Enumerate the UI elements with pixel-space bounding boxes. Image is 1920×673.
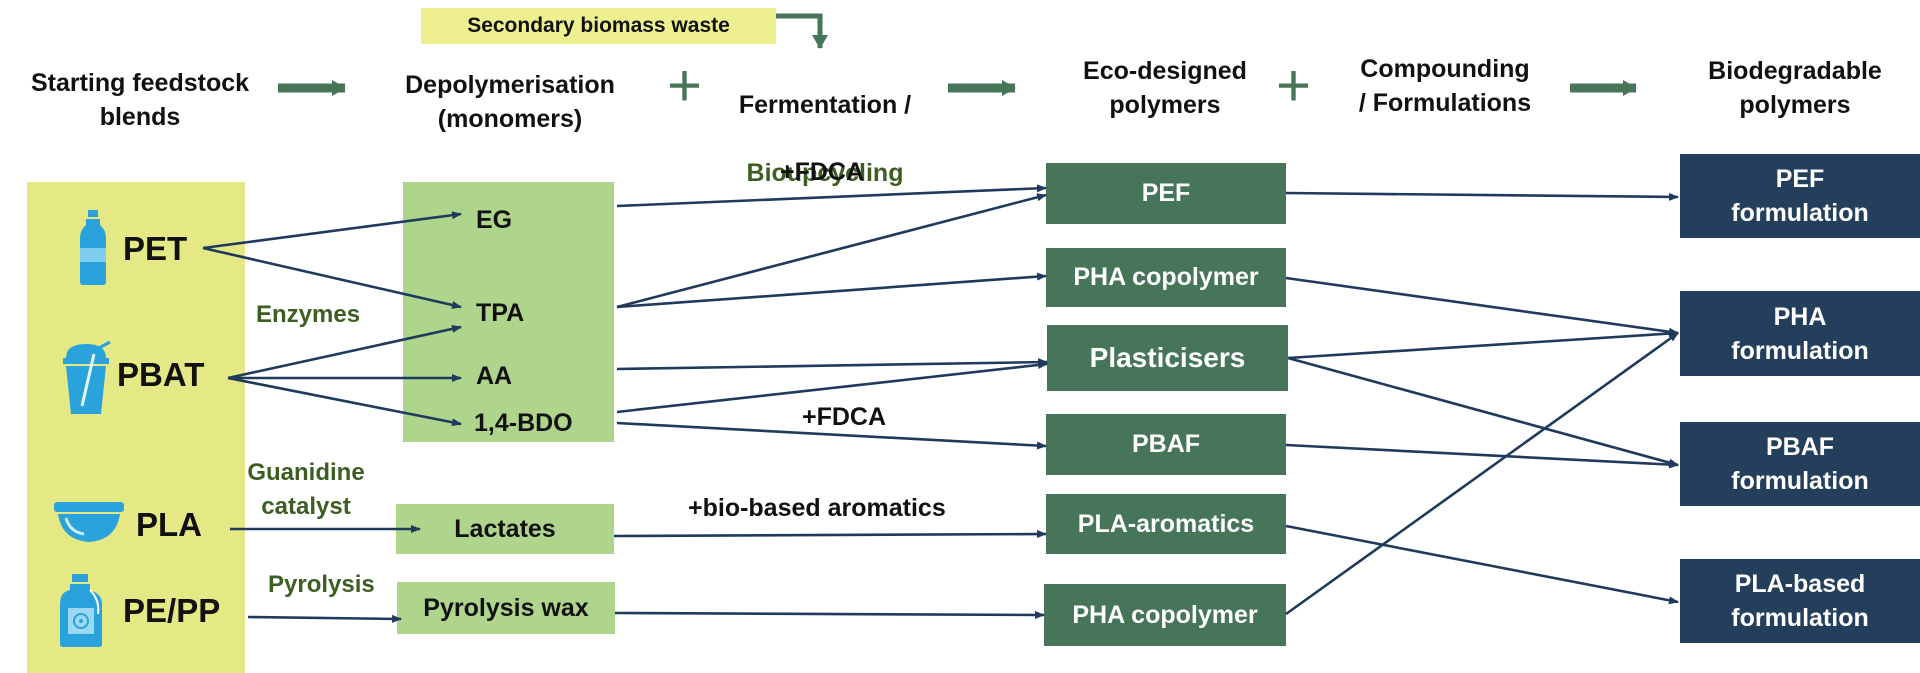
polymer-pef: PEF (1046, 163, 1286, 224)
edge-bdo-pbaf (616, 421, 1047, 450)
feedstock-pe-pp: PE/PP (123, 592, 221, 629)
header-eco-designed: Eco-designed polymers (1083, 57, 1247, 119)
monomers-panel (403, 182, 614, 442)
polymer-pha-copolymer-2: PHA copolymer (1044, 584, 1286, 646)
bowl-icon (54, 502, 124, 542)
edge-pet-eg (202, 211, 462, 250)
polymer-pla-aromatics: PLA-aromatics (1046, 494, 1286, 554)
banner-arrow (776, 13, 828, 49)
edge-pha1-formulation (1285, 276, 1679, 336)
header-bioupcycling: Bioupcycling (746, 159, 904, 187)
formulation-pef: PEF formulation (1680, 154, 1920, 238)
bottle-icon (80, 210, 106, 285)
edge-pla-aromatics-formulation (1285, 524, 1679, 605)
edge-pbaf-formulation (1285, 443, 1679, 469)
polymer-pha-copolymer-1: PHA copolymer (1046, 248, 1286, 307)
monomer-tpa: TPA (476, 299, 525, 327)
label-guanidine-catalyst: Guanidine catalyst (247, 459, 365, 520)
feedstock-panel (27, 182, 245, 673)
feedstock-pla: PLA (136, 506, 202, 543)
monomer-eg: EG (476, 206, 513, 234)
plus-sign-1: + (667, 52, 703, 119)
edge-tpa-pef (616, 193, 1047, 309)
header-fermentation-line1: Fermentation / (738, 91, 912, 119)
edge-pet-tpa (202, 246, 462, 309)
monomer-aa: AA (476, 362, 513, 390)
cup-with-straw-icon (63, 340, 111, 414)
header-depolymerisation: Depolymerisation (monomers) (405, 71, 615, 133)
edge-aa-plasticisers (616, 358, 1048, 371)
polymer-plasticisers: Plasticisers (1047, 325, 1288, 391)
monomer-bdo: 1,4-BDO (474, 409, 573, 437)
header-compounding: Compounding / Formulations (1358, 55, 1532, 117)
edge-pha2-formulation (1285, 331, 1679, 616)
edge-label-fdca-bottom: +FDCA (802, 403, 887, 431)
edge-bdo-plasticisers (616, 361, 1048, 414)
header-biodegradable: Biodegradable polymers (1708, 57, 1882, 119)
edge-lactates-pla-aromatics (613, 530, 1047, 539)
label-enzymes: Enzymes (256, 301, 361, 328)
feedstock-pbat: PBAT (117, 356, 205, 393)
secondary-biomass-banner: Secondary biomass waste (421, 8, 776, 44)
edge-pbat-tpa (227, 325, 462, 380)
formulation-pla-based: PLA-based formulation (1680, 559, 1920, 643)
edge-pef-formulation (1285, 191, 1679, 201)
plus-sign-2: + (1276, 52, 1312, 119)
edge-tpa-pha (616, 272, 1047, 309)
header-feedstock: Starting feedstock blends (30, 69, 250, 131)
box-pyrolysis-wax: Pyrolysis wax (397, 582, 615, 634)
formulation-pha: PHA formulation (1680, 291, 1920, 376)
edge-label-fdca-top: +FDCA (780, 158, 865, 186)
edge-wax-pha (614, 610, 1045, 619)
label-pyrolysis: Pyrolysis (268, 571, 375, 598)
formulation-pbaf: PBAF formulation (1680, 422, 1920, 506)
edge-eg-pef (616, 184, 1047, 208)
polymer-pbaf: PBAF (1046, 414, 1286, 475)
header-fermentation: Fermentation / Bioupcycling (715, 54, 935, 224)
edge-plasticisers-pbaf (1287, 356, 1679, 467)
feedstock-pet: PET (123, 230, 188, 267)
edge-plasticisers-pha (1287, 329, 1679, 360)
edge-pepp-wax (247, 614, 402, 623)
edge-label-aromatics: +bio-based aromatics (688, 494, 946, 522)
detergent-bottle-icon (60, 574, 102, 647)
edge-pbat-bdo (227, 376, 462, 427)
box-lactates: Lactates (396, 504, 614, 554)
